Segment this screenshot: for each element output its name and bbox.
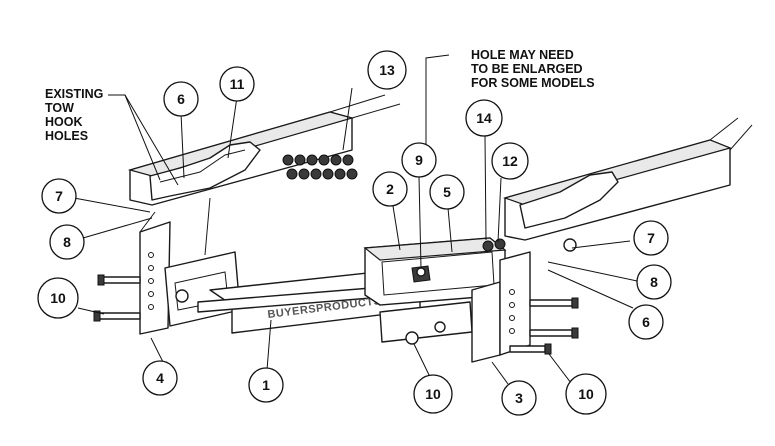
callout-5: 5	[429, 174, 465, 210]
tow-hook-note: EXISTING TOW HOOK HOLES	[45, 87, 103, 143]
svg-text:HOLE MAY NEED: HOLE MAY NEED	[471, 48, 574, 62]
svg-text:9: 9	[415, 152, 423, 168]
callout-3: 3	[501, 380, 537, 416]
svg-text:7: 7	[647, 230, 655, 246]
left-frame-rail	[127, 94, 401, 206]
svg-text:HOLES: HOLES	[45, 129, 88, 143]
callout-7-left: 7	[41, 178, 77, 214]
callout-4: 4	[142, 360, 178, 396]
svg-text:2: 2	[386, 181, 394, 197]
svg-text:7: 7	[55, 188, 63, 204]
svg-text:HOOK: HOOK	[45, 115, 83, 129]
callout-9: 9	[401, 142, 437, 178]
svg-text:EXISTING: EXISTING	[45, 87, 103, 101]
callout-14: 14	[465, 99, 503, 137]
callout-7-right: 7	[633, 220, 669, 256]
svg-text:11: 11	[230, 76, 245, 92]
right-mount-bracket	[471, 251, 579, 363]
callout-12: 12	[491, 142, 529, 180]
leader-lines	[73, 54, 638, 385]
callout-6-left: 6	[163, 81, 199, 117]
callout-6-right: 6	[628, 304, 664, 340]
svg-text:TO BE ENLARGED: TO BE ENLARGED	[471, 62, 583, 76]
svg-text:6: 6	[642, 314, 650, 330]
center-mount	[363, 237, 507, 345]
hardware-nuts-group	[282, 154, 358, 180]
svg-text:8: 8	[650, 274, 658, 290]
svg-text:1: 1	[262, 377, 270, 393]
callout-10-left: 10	[37, 277, 79, 319]
callout-8-left: 8	[49, 224, 85, 260]
svg-text:13: 13	[379, 62, 395, 78]
svg-text:14: 14	[476, 110, 492, 126]
hole-enlarge-note: HOLE MAY NEED TO BE ENLARGED FOR SOME MO…	[471, 48, 595, 90]
callout-10-right: 10	[565, 373, 607, 415]
callout-8-right: 8	[636, 264, 672, 300]
callout-2: 2	[372, 171, 408, 207]
right-frame-rail	[482, 117, 753, 252]
callout-11: 11	[219, 66, 255, 102]
svg-text:10: 10	[578, 386, 594, 402]
svg-text:10: 10	[50, 290, 66, 306]
svg-text:FOR SOME MODELS: FOR SOME MODELS	[471, 76, 595, 90]
svg-text:12: 12	[502, 153, 518, 169]
left-mount-bracket	[139, 197, 241, 335]
left-bolts	[93, 274, 141, 322]
callout-1: 1	[248, 367, 284, 403]
callout-13: 13	[367, 50, 407, 90]
svg-text:10: 10	[425, 386, 441, 402]
svg-text:TOW: TOW	[45, 101, 74, 115]
svg-text:5: 5	[443, 184, 451, 200]
callout-10-center: 10	[413, 374, 453, 414]
svg-text:4: 4	[156, 370, 164, 386]
svg-text:3: 3	[515, 390, 523, 406]
svg-text:6: 6	[177, 91, 185, 107]
svg-text:8: 8	[63, 234, 71, 250]
